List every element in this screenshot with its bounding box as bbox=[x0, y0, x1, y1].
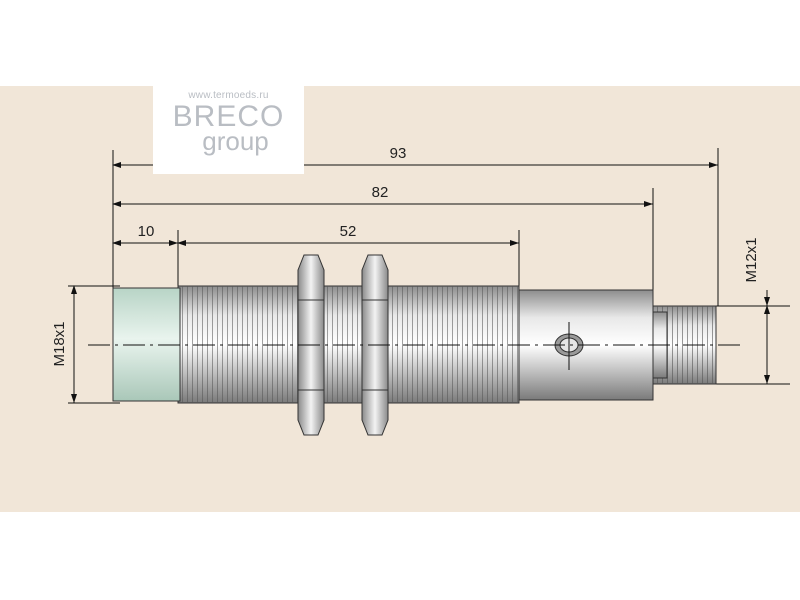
logo-brand: BRECO bbox=[172, 100, 285, 133]
breco-logo: www.termoeds.ru BRECO group bbox=[153, 86, 304, 174]
extension-lines bbox=[68, 148, 790, 404]
dim-label-10: 10 bbox=[138, 223, 155, 240]
dim-label-52: 52 bbox=[340, 223, 357, 240]
dim-label-93: 93 bbox=[390, 145, 407, 162]
logo-group: group bbox=[202, 126, 269, 156]
logo-url: www.termoeds.ru bbox=[188, 90, 269, 101]
dim-label-m12: M12x1 bbox=[743, 237, 760, 282]
dim-label-m18: M18x1 bbox=[51, 321, 68, 366]
sensor-body bbox=[112, 254, 717, 436]
dim-label-82: 82 bbox=[372, 184, 389, 201]
